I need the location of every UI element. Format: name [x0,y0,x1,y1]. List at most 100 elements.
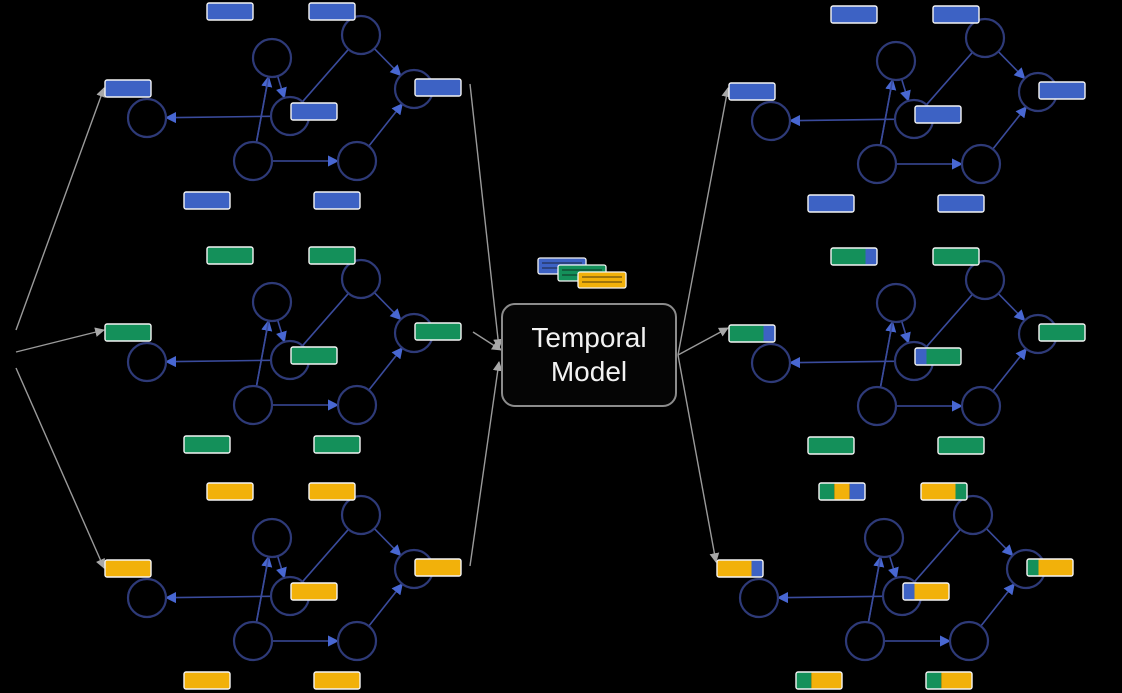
graph-out-1-feature-label-4 [914,105,962,124]
graph-out-1-edge-6 [992,106,1027,150]
graph-t1-feature-border-4 [290,102,338,121]
graph-t2-edge-7 [255,320,270,387]
graph-out-1-edge-4 [925,51,974,106]
graph-out-1-node-upper [875,40,917,82]
graph-t2-edge-2 [276,319,287,343]
graph-out-3-feature-border-1 [818,482,866,501]
graph-t1-feature-seg-3-0 [415,79,461,96]
graph-t3-feature-seg-1-0 [207,483,253,500]
graph-out-2-edge-4 [925,293,974,348]
graph-t1-feature-seg-4-0 [291,103,337,120]
graph-out-1-feature-label-3 [1038,81,1086,100]
graph-out-1-feature-seg-4-0 [915,106,961,123]
graph-t2-feature-border-3 [414,322,462,341]
graph-out-3-feature-label-6 [925,671,973,690]
flow-out-mid [677,327,729,356]
graph-t1-node-tr [340,14,382,56]
graph-out-3-feature-label-4 [902,582,950,601]
graph-t1-feature-seg-5-0 [184,192,230,209]
graph-out-2-feature-seg-4-0 [915,348,927,365]
graph-t1-feature-border-3 [414,78,462,97]
graph-t3-feature-border-2 [308,482,356,501]
graph-t2-feature-seg-6-0 [314,436,360,453]
graph-out-1-feature-label-5 [807,194,855,213]
graph-t2-feature-border-1 [206,246,254,265]
graph-out-2-feature-label-3 [1038,323,1086,342]
graph-t3-node-left [126,577,168,619]
graph-out-1-feature-border-2 [932,5,980,24]
graph-out-2-feature-seg-2-0 [933,248,979,265]
graph-t3-feature-seg-2-0 [309,483,355,500]
graph-out-3-feature-seg-1-2 [849,483,865,500]
graph-out-1-feature-label-0 [728,82,776,101]
graph-t2-feature-label-5 [183,435,231,454]
graph-t3-feature-border-6 [313,671,361,690]
graph-t1-feature-border-5 [183,191,231,210]
graph-out-1-node-bl [856,143,898,185]
graph-t2-feature-seg-4-0 [291,347,337,364]
graph-out-1-feature-seg-3-0 [1039,82,1085,99]
graph-out-2-feature-seg-0-1 [763,325,775,342]
graph-out-3-feature-seg-1-0 [819,483,835,500]
graph-t2-feature-border-5 [183,435,231,454]
graph-t3-feature-label-3 [414,558,462,577]
graph-t2-edge-5 [373,291,402,321]
graph-t1-feature-label-2 [308,2,356,21]
graph-out-3-feature-label-0 [716,559,764,578]
graph-out-3-edge-7 [867,556,882,623]
graph-t1-node-left [126,97,168,139]
graph-t2-feature-label-6 [313,435,361,454]
graph-t3-node-tr [340,494,382,536]
graph-out-3-feature-seg-0-0 [717,560,752,577]
model-title-line1: Temporal [531,322,647,353]
graph-t2-feature-label-4 [290,346,338,365]
graph-out-2-feature-seg-5-0 [808,437,854,454]
graph-out-1-feature-seg-1-0 [831,6,877,23]
graph-t1-feature-seg-2-0 [309,3,355,20]
graph-out-2-feature-seg-4-1 [926,348,961,365]
graph-out-3-edge-2 [888,555,899,579]
graph-out-3-feature-border-4 [902,582,950,601]
model-title-line2: Model [550,356,628,387]
graph-out-1-edge-7 [879,79,894,146]
graph-t2-feature-seg-0-0 [105,324,151,341]
graph-out-2-node-left [750,342,792,384]
graph-out-2-feature-seg-3-0 [1039,324,1085,341]
graph-t3-feature-border-5 [183,671,231,690]
graph-out-3-feature-label-2 [920,482,968,501]
graph-out-2-edge-0 [788,356,896,369]
graph-out-3-feature-border-6 [925,671,973,690]
graph-out-3-feature-seg-5-0 [796,672,812,689]
graph-out-2-feature-border-0 [728,324,776,343]
graph-out-1-feature-label-1 [830,5,878,24]
flow-in-bot [15,367,105,569]
temporal-model-box: Temporal Model [501,303,677,407]
graph-out-2-feature-label-4 [914,347,962,366]
graph-t3-feature-seg-6-0 [314,672,360,689]
graph-t3-feature-border-0 [104,559,152,578]
graph-t2-node-bl [232,384,274,426]
graph-t1-edge-4 [301,48,350,103]
graph-out-3-feature-seg-5-1 [811,672,842,689]
graph-out-1-edge-0 [788,114,896,127]
graph-t2-node-left [126,341,168,383]
graph-t2-node-tr [340,258,382,300]
graph-out-3-edge-0 [776,591,884,604]
graph-out-3-feature-border-3 [1026,558,1074,577]
graph-t2-feature-border-4 [290,346,338,365]
graph-out-1-feature-border-4 [914,105,962,124]
graph-out-2-node-tr [964,259,1006,301]
graph-t1-edge-6 [368,103,403,147]
graph-out-2-node-br [960,385,1002,427]
graph-t2-edge-6 [368,347,403,391]
graph-out-3-feature-seg-6-0 [926,672,942,689]
graph-t3-node-upper [251,517,293,559]
graph-t2-feature-border-2 [308,246,356,265]
graph-t2-edge-0 [164,355,272,368]
graph-t3-feature-label-2 [308,482,356,501]
graph-t1-feature-label-5 [183,191,231,210]
graph-out-3-feature-seg-4-0 [903,583,915,600]
graph-out-3-node-upper [863,517,905,559]
